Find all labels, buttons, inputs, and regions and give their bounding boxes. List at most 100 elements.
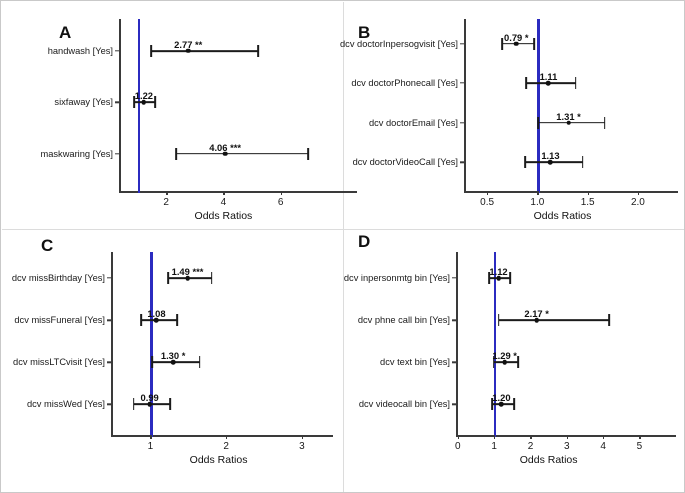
ci-cap-lower: [501, 37, 504, 50]
estimate-label: 1.22: [134, 90, 153, 102]
ci-cap-upper: [574, 77, 577, 90]
ci-cap-lower: [524, 156, 527, 169]
point-estimate-marker: [513, 41, 519, 46]
estimate-label: 2.77 **: [174, 38, 203, 50]
x-tick-label: 3: [299, 441, 305, 452]
ci-cap-lower: [166, 272, 169, 285]
ci-cap-upper: [176, 314, 178, 327]
confidence-interval-bar: [141, 319, 177, 321]
confidence-interval-bar: [151, 361, 200, 364]
point-estimate-marker: [502, 359, 507, 365]
ci-cap-lower: [488, 272, 490, 285]
estimate-label: 1.12: [489, 266, 508, 278]
category-label: dcv doctorVideoCall [Yes]: [352, 157, 458, 168]
x-tick: [603, 435, 605, 439]
confidence-interval-bar: [498, 319, 609, 321]
x-tick: [166, 191, 168, 195]
ci-cap-upper: [608, 314, 610, 327]
x-tick-label: 6: [277, 197, 284, 208]
y-tick: [452, 403, 456, 405]
ci-cap-upper: [513, 398, 515, 411]
x-tick: [566, 435, 569, 439]
category-label: dcv missBirthday [Yes]: [11, 273, 105, 284]
ci-cap-upper: [509, 272, 512, 285]
estimate-label: 2.17 *: [524, 308, 549, 320]
x-tick: [226, 435, 228, 439]
x-axis-title: Odds Ratios: [189, 454, 248, 466]
y-tick: [460, 82, 464, 84]
panel-letter-c: C: [41, 236, 54, 255]
ci-cap-upper: [533, 37, 536, 50]
point-estimate-marker: [141, 99, 147, 105]
ci-cap-upper: [257, 44, 260, 57]
x-tick-label: 0.5: [480, 197, 495, 208]
ci-cap-upper: [306, 147, 309, 160]
x-tick: [223, 191, 225, 195]
confidence-interval-bar: [538, 121, 605, 124]
point-estimate-marker: [546, 80, 551, 86]
x-tick-label: 0: [455, 441, 461, 452]
x-tick: [530, 435, 532, 439]
x-axis-title: Odds Ratios: [533, 210, 592, 222]
estimate-label: 0.99: [140, 392, 159, 404]
point-estimate-marker: [154, 317, 159, 323]
point-estimate-marker: [548, 159, 553, 165]
x-tick: [280, 191, 282, 195]
x-axis-title: Odds Ratios: [519, 454, 578, 466]
confidence-interval-bar: [176, 152, 308, 155]
confidence-interval-bar: [151, 49, 259, 52]
point-estimate-marker: [496, 275, 501, 281]
category-label: dcv inpersonmtg bin [Yes]: [343, 273, 450, 284]
x-axis-line: [119, 191, 357, 193]
panel-letter-d: D: [358, 232, 371, 251]
confidence-interval-bar: [525, 161, 583, 163]
x-tick: [301, 435, 304, 439]
panel-letter-b: B: [358, 23, 371, 42]
x-tick: [587, 191, 589, 195]
point-estimate-marker: [147, 401, 152, 407]
x-tick: [494, 435, 496, 439]
reference-line-or-1: [150, 252, 153, 437]
category-label: dcv doctorEmail [Yes]: [368, 117, 458, 128]
y-axis-line: [456, 252, 458, 435]
x-tick: [537, 191, 539, 195]
point-estimate-marker: [534, 317, 539, 323]
x-tick: [639, 435, 641, 439]
y-tick: [460, 161, 464, 163]
confidence-interval-bar: [526, 82, 576, 84]
x-tick-label: 2: [223, 441, 229, 452]
point-estimate-marker: [222, 151, 228, 156]
ci-cap-upper: [198, 356, 201, 369]
ci-cap-lower: [492, 356, 495, 369]
ci-cap-upper: [154, 96, 157, 109]
ci-cap-upper: [210, 272, 213, 285]
point-estimate-marker: [499, 401, 504, 407]
ci-cap-lower: [537, 116, 540, 129]
reference-line-or-1: [494, 252, 497, 437]
category-label: dcv missFuneral [Yes]: [14, 315, 105, 326]
y-tick: [115, 101, 119, 103]
x-tick-label: 3: [564, 441, 570, 452]
category-label: sixfaway [Yes]: [54, 97, 113, 108]
estimate-label: 4.06 ***: [209, 141, 242, 153]
estimate-label: 1.31 *: [556, 110, 581, 122]
x-axis-line: [456, 435, 676, 437]
x-tick-label: 4: [600, 441, 606, 452]
estimate-label: 0.79 *: [504, 31, 529, 43]
point-estimate-marker: [185, 48, 191, 54]
x-tick: [150, 435, 152, 439]
x-tick-label: 2.0: [630, 197, 645, 208]
ci-cap-lower: [150, 44, 153, 57]
category-label: dcv phne call bin [Yes]: [357, 315, 450, 326]
estimate-label: 1.20: [492, 392, 511, 404]
ci-cap-lower: [175, 147, 178, 160]
ci-cap-upper: [169, 398, 171, 411]
y-tick: [460, 121, 464, 124]
ci-cap-lower: [140, 314, 143, 327]
y-tick: [460, 42, 464, 45]
point-estimate-marker: [170, 359, 176, 365]
